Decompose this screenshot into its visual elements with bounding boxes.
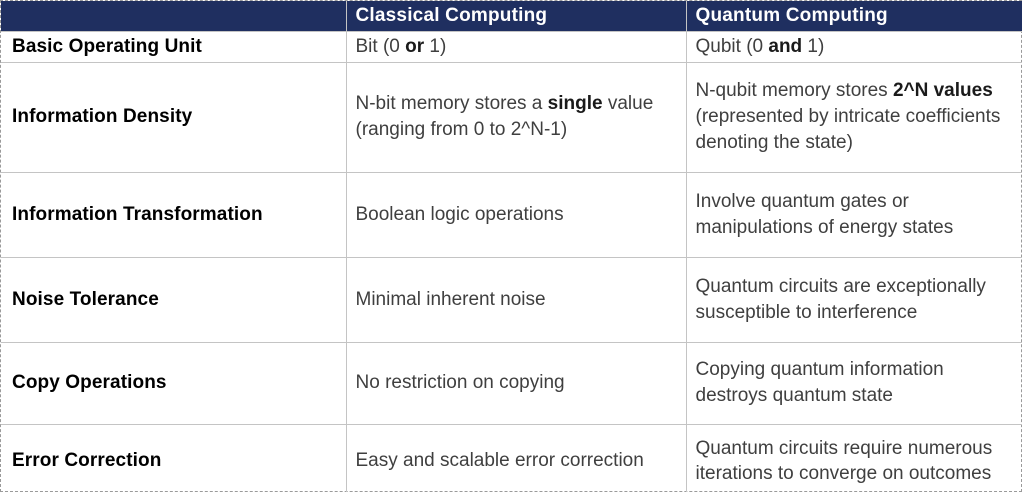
quantum-cell: Copying quantum information destroys qua… xyxy=(685,341,1022,425)
row-label: Error Correction xyxy=(1,423,347,492)
header-cell-empty xyxy=(1,1,347,32)
quantum-cell: Involve quantum gates or manipulations o… xyxy=(685,171,1022,258)
table-row: Error Correction Easy and scalable error… xyxy=(1,423,1022,492)
quantum-cell: Quantum circuits are exceptionally susce… xyxy=(685,256,1022,343)
row-label: Noise Tolerance xyxy=(1,256,347,343)
header-row: Classical Computing Quantum Computing xyxy=(1,1,1022,32)
classical-cell: N-bit memory stores a single value (rang… xyxy=(345,61,687,173)
classical-cell: Bit (0 or 1) xyxy=(345,30,687,63)
row-label: Copy Operations xyxy=(1,341,347,425)
table-row: Noise Tolerance Minimal inherent noise Q… xyxy=(1,256,1022,343)
header-cell-classical: Classical Computing xyxy=(345,1,687,32)
classical-cell: No restriction on copying xyxy=(345,341,687,425)
row-label: Information Density xyxy=(1,61,347,173)
table-row: Information Density N-bit memory stores … xyxy=(1,61,1022,173)
quantum-cell: Quantum circuits require numerous iterat… xyxy=(685,423,1022,492)
table-row: Basic Operating Unit Bit (0 or 1) Qubit … xyxy=(1,30,1022,63)
classical-cell: Minimal inherent noise xyxy=(345,256,687,343)
classical-cell: Easy and scalable error correction xyxy=(345,423,687,492)
table-row: Copy Operations No restriction on copyin… xyxy=(1,341,1022,425)
row-label: Information Transformation xyxy=(1,171,347,258)
header-cell-quantum: Quantum Computing xyxy=(685,1,1022,32)
quantum-cell: N-qubit memory stores 2^N values (repres… xyxy=(685,61,1022,173)
quantum-cell: Qubit (0 and 1) xyxy=(685,30,1022,63)
table-row: Information Transformation Boolean logic… xyxy=(1,171,1022,258)
classical-cell: Boolean logic operations xyxy=(345,171,687,258)
row-label: Basic Operating Unit xyxy=(1,30,347,63)
